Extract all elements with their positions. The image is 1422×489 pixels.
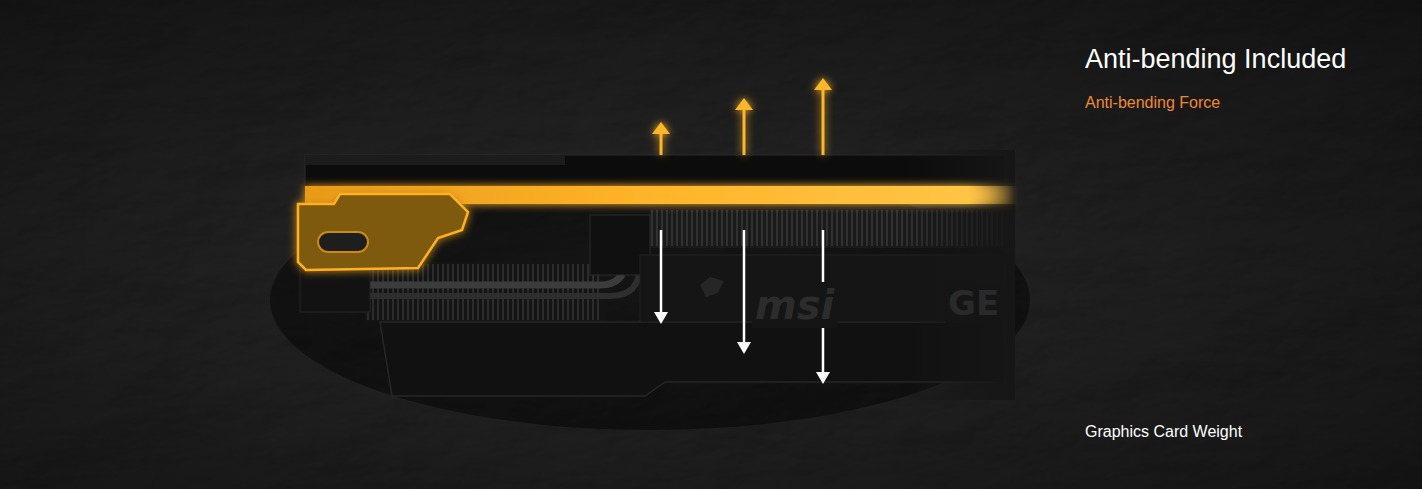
heatsink-fin: [447, 264, 449, 320]
heatsink-fin: [392, 264, 394, 320]
heatsink-fin: [387, 264, 389, 320]
heatsink-fin: [761, 210, 763, 246]
heatsink-fin: [442, 264, 444, 320]
heatsink-fin: [861, 210, 863, 246]
heatsink-fin: [432, 264, 434, 320]
heatsink-fin: [736, 210, 738, 246]
heatsink-fin: [891, 210, 893, 246]
heatsink-fin: [866, 210, 868, 246]
heatsink-fin: [467, 264, 469, 320]
heatsink-fin: [522, 264, 524, 320]
heatsink-fin: [901, 210, 903, 246]
heatsink-fin: [876, 210, 878, 246]
heatsink-fin: [582, 264, 584, 320]
heatsink-fin: [731, 210, 733, 246]
heatsink-fin: [776, 210, 778, 246]
brand-logo-text: msi: [752, 282, 837, 328]
heatsink-fin: [517, 264, 519, 320]
heatsink-fin: [716, 210, 718, 246]
heatsink-fin: [492, 264, 494, 320]
heatsink-fin: [801, 210, 803, 246]
heatsink-fin: [826, 210, 828, 246]
heatsink-fin: [886, 210, 888, 246]
heatsink-fin: [437, 264, 439, 320]
heatsink-fin: [587, 264, 589, 320]
heatsink-fin: [701, 210, 703, 246]
heatsink-fin: [427, 264, 429, 320]
heatsink-fin: [751, 210, 753, 246]
heatsink-fin: [791, 210, 793, 246]
heatsink-fin: [856, 210, 858, 246]
heatsink-fin: [452, 264, 454, 320]
heatsink-fin: [836, 210, 838, 246]
heatsink-fin: [462, 264, 464, 320]
heatsink-fin: [542, 264, 544, 320]
heatsink-fin: [512, 264, 514, 320]
heatsink-fin: [502, 264, 504, 320]
heatsink-fin: [482, 264, 484, 320]
heatsink-fin: [706, 210, 708, 246]
heatsink-fin: [382, 264, 384, 320]
heatsink-fin: [811, 210, 813, 246]
heatsink-fin: [552, 264, 554, 320]
heatsink-fin: [656, 210, 658, 246]
heatsink-fin: [397, 264, 399, 320]
heatsink-fin: [527, 264, 529, 320]
heatsink-fin: [412, 264, 414, 320]
heatsink-fin: [686, 210, 688, 246]
heatsink-fin: [402, 264, 404, 320]
heatsink-fin: [756, 210, 758, 246]
heatsink-fin: [407, 264, 409, 320]
heatsink-fin: [796, 210, 798, 246]
heatsink-fin: [422, 264, 424, 320]
heatsink-fin: [726, 210, 728, 246]
heatsink-fin: [766, 210, 768, 246]
heatsink-fin: [676, 210, 678, 246]
heatsink-fin: [557, 264, 559, 320]
heatsink-fin: [562, 264, 564, 320]
heatsink-fin: [881, 210, 883, 246]
heatsink-fin: [781, 210, 783, 246]
heatsink-fin: [851, 210, 853, 246]
heatsink-fin: [532, 264, 534, 320]
heatsink-fin: [771, 210, 773, 246]
heatsink-fin: [721, 210, 723, 246]
heatsink-fin: [696, 210, 698, 246]
heading: Anti-bending Included: [1085, 44, 1346, 75]
series-text: GE: [945, 284, 1002, 323]
heatsink-fin: [896, 210, 898, 246]
heatsink-fin: [572, 264, 574, 320]
heatsink-fin: [841, 210, 843, 246]
heatsink-fin: [537, 264, 539, 320]
heatsink-fin: [547, 264, 549, 320]
heatsink-fin: [472, 264, 474, 320]
heatsink-fin: [666, 210, 668, 246]
heatsink-fin: [816, 210, 818, 246]
heatsink-fin: [831, 210, 833, 246]
heatsink-fin: [477, 264, 479, 320]
heatsink-fin: [691, 210, 693, 246]
heatsink-fin: [377, 264, 379, 320]
heatsink-fin: [577, 264, 579, 320]
heatsink-fin: [457, 264, 459, 320]
heatsink-fin: [871, 210, 873, 246]
heatsink-fin: [567, 264, 569, 320]
force-label: Anti-bending Force: [1085, 94, 1220, 112]
heatsink-fin: [372, 264, 374, 320]
heatsink-fin: [846, 210, 848, 246]
heatsink-fin: [711, 210, 713, 246]
heatsink-fin: [651, 210, 653, 246]
heatsink-fin: [741, 210, 743, 246]
heatsink-fin: [806, 210, 808, 246]
heatsink-fin: [507, 264, 509, 320]
heatsink-fin: [417, 264, 419, 320]
heatsink-fin: [746, 210, 748, 246]
heatsink-fin: [786, 210, 788, 246]
heatsink-fin: [497, 264, 499, 320]
weight-label: Graphics Card Weight: [1085, 423, 1242, 441]
heatsink-fin: [671, 210, 673, 246]
heatsink-fin: [681, 210, 683, 246]
heatsink-fin: [487, 264, 489, 320]
